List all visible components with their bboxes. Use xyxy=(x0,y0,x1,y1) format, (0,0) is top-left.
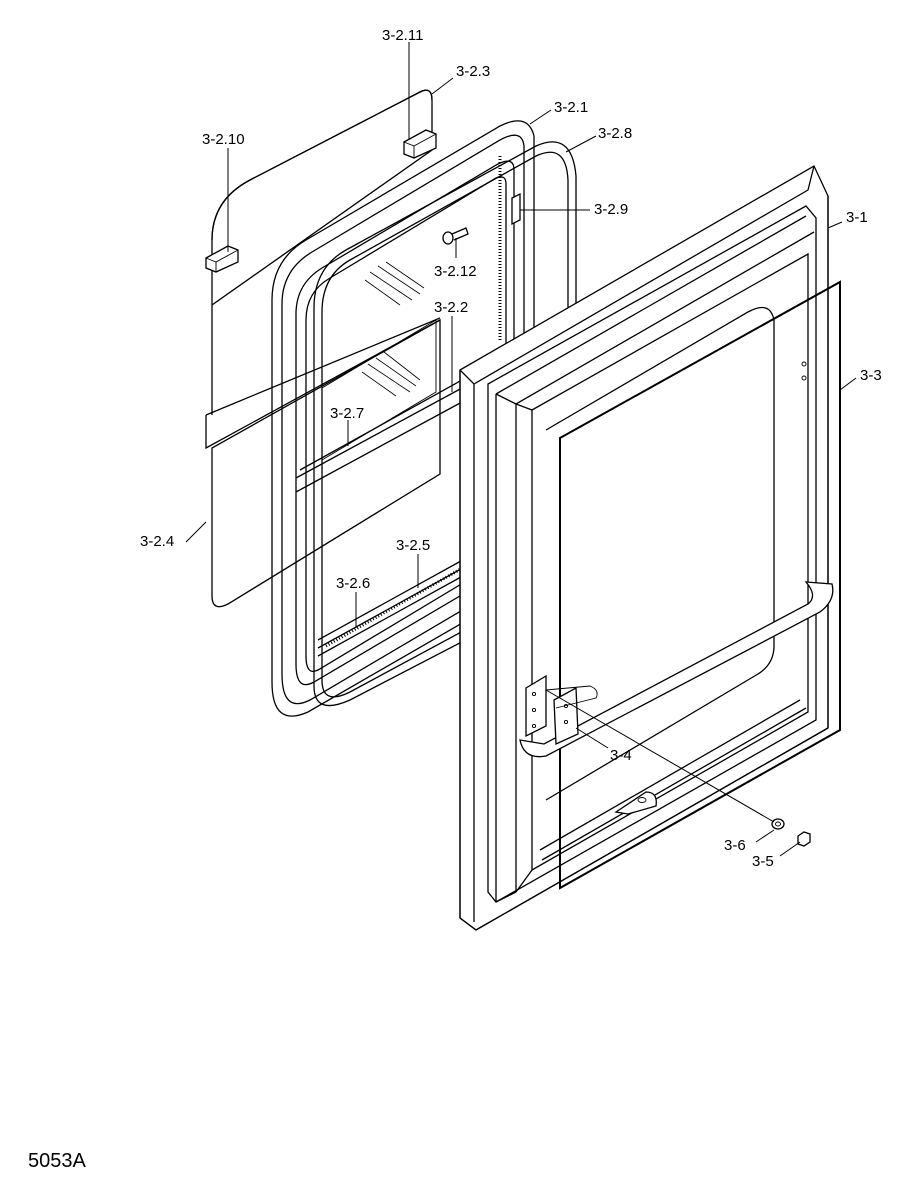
callout-3-2-11: 3-2.11 xyxy=(382,27,423,44)
callout-3-3: 3-3 xyxy=(860,367,882,384)
callout-3-2-5: 3-2.5 xyxy=(396,537,430,554)
callout-3-1: 3-1 xyxy=(846,209,868,226)
callout-3-2-8: 3-2.8 xyxy=(598,125,632,142)
washer xyxy=(771,818,785,830)
callout-3-2-9: 3-2.9 xyxy=(594,201,628,218)
figure-id: 5053A xyxy=(28,1150,86,1172)
leader-lines xyxy=(185,42,857,857)
latch-part xyxy=(403,129,437,159)
callout-3-2-2: 3-2.2 xyxy=(434,299,468,316)
callout-3-4: 3-4 xyxy=(610,747,632,764)
callout-3-2-10: 3-2.10 xyxy=(202,131,245,148)
track-bar xyxy=(295,379,463,493)
callout-3-2-6: 3-2.6 xyxy=(336,575,370,592)
callout-3-2-1: 3-2.1 xyxy=(554,99,588,116)
callout-3-2-3: 3-2.3 xyxy=(456,63,490,80)
callout-3-2-4: 3-2.4 xyxy=(140,533,174,550)
callout-3-5: 3-5 xyxy=(752,853,774,870)
nut xyxy=(797,831,811,847)
clip xyxy=(511,192,521,226)
hinge xyxy=(525,674,598,745)
screw xyxy=(442,227,469,245)
callout-3-2-7: 3-2.7 xyxy=(330,405,364,422)
rubber-seal-inner xyxy=(313,141,577,707)
main-window-frame xyxy=(459,165,829,931)
callout-3-6: 3-6 xyxy=(724,837,746,854)
callout-3-2-12: 3-2.12 xyxy=(434,263,477,280)
callout-labels: 3-2.11 3-2.3 3-2.1 3-2.10 3-2.8 3-2.9 3-… xyxy=(140,27,882,870)
handle-bar xyxy=(519,581,834,758)
bottom-rail xyxy=(317,555,471,657)
bottom-bracket xyxy=(614,791,657,815)
sliding-glass-pane xyxy=(205,89,441,608)
